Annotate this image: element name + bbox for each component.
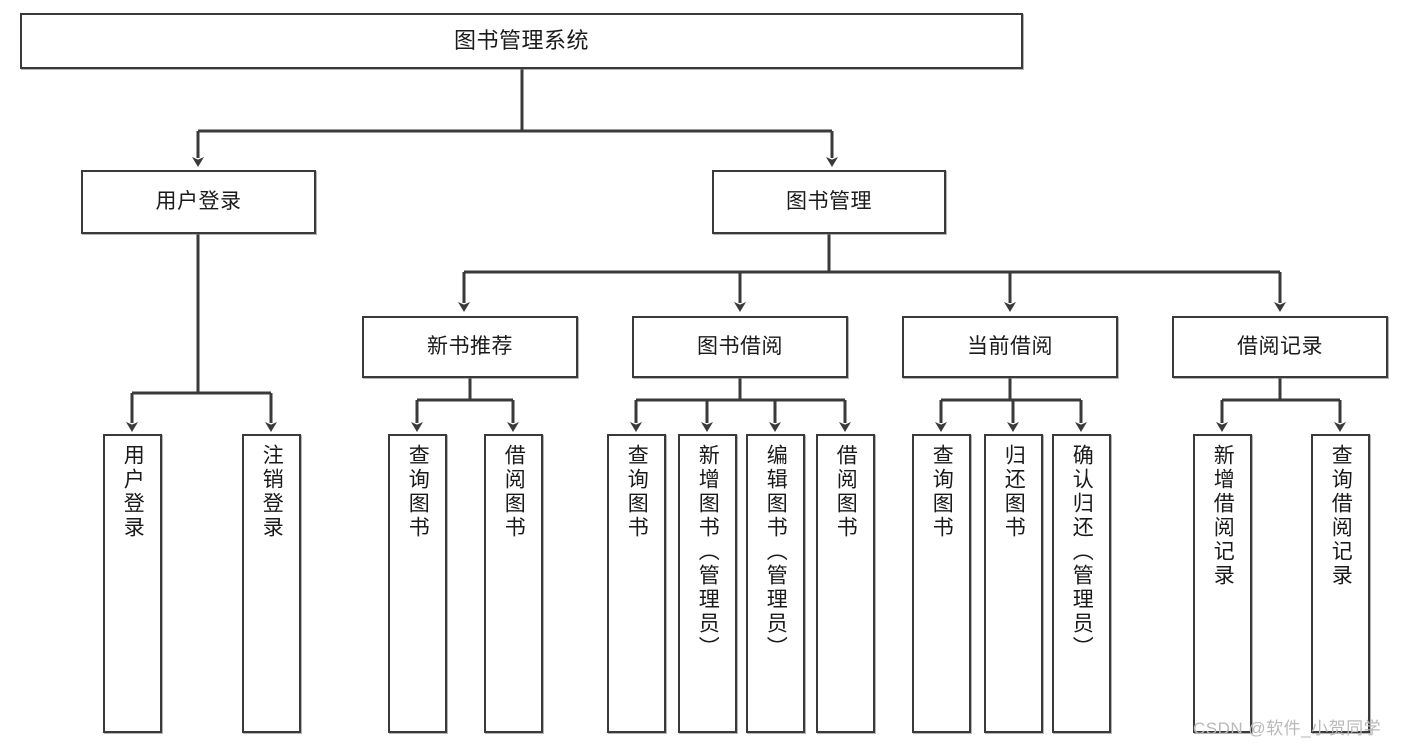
node-current-borrow[interactable]: 当前借阅 [902, 316, 1118, 378]
node-root-book-management-system[interactable]: 图书管理系统 [20, 13, 1023, 69]
node-label: 新增借阅记录 [1211, 444, 1235, 588]
leaf-borrow-record-query-record[interactable]: 查询借阅记录 [1311, 434, 1370, 733]
node-label: 归还图书 [1002, 444, 1026, 540]
node-book-borrow[interactable]: 图书借阅 [632, 316, 848, 378]
node-label: 新增图书（管理员） [696, 444, 720, 660]
leaf-book-borrow-borrow-book[interactable]: 借阅图书 [816, 434, 875, 733]
node-book-management[interactable]: 图书管理 [712, 170, 946, 234]
node-label: 借阅记录 [1237, 335, 1323, 359]
watermark-text: CSDN @软件_小贺同学 [1193, 719, 1382, 738]
leaf-current-borrow-confirm-return-admin[interactable]: 确认归还（管理员） [1052, 434, 1111, 733]
node-label: 编辑图书（管理员） [764, 444, 788, 660]
node-new-book-recommend[interactable]: 新书推荐 [362, 316, 578, 378]
node-label: 借阅图书 [834, 444, 858, 540]
node-label: 图书管理 [786, 190, 872, 214]
leaf-new-book-borrow-book[interactable]: 借阅图书 [484, 434, 543, 733]
leaf-current-borrow-query-book[interactable]: 查询图书 [912, 434, 971, 733]
leaf-borrow-record-add-record[interactable]: 新增借阅记录 [1193, 434, 1252, 733]
node-label: 注销登录 [260, 444, 284, 540]
leaf-user-login-login[interactable]: 用户登录 [103, 434, 162, 733]
node-user-login[interactable]: 用户登录 [81, 170, 316, 234]
leaf-current-borrow-return-book[interactable]: 归还图书 [984, 434, 1043, 733]
node-label: 查询图书 [930, 444, 954, 540]
leaf-book-borrow-query-book[interactable]: 查询图书 [607, 434, 666, 733]
node-borrow-record[interactable]: 借阅记录 [1172, 316, 1388, 378]
node-label: 图书借阅 [697, 335, 783, 359]
node-label: 用户登录 [155, 190, 242, 214]
node-label: 图书管理系统 [453, 27, 589, 53]
node-label: 当前借阅 [967, 335, 1053, 359]
leaf-user-login-logout[interactable]: 注销登录 [242, 434, 301, 733]
leaf-book-borrow-edit-book-admin[interactable]: 编辑图书（管理员） [746, 434, 805, 733]
node-label: 用户登录 [121, 444, 145, 540]
node-label: 新书推荐 [427, 335, 513, 359]
node-label: 确认归还（管理员） [1070, 444, 1094, 660]
leaf-book-borrow-add-book-admin[interactable]: 新增图书（管理员） [678, 434, 737, 733]
node-label: 借阅图书 [502, 444, 526, 540]
leaf-new-book-query-book[interactable]: 查询图书 [388, 434, 447, 733]
node-label: 查询图书 [625, 444, 649, 540]
node-label: 查询借阅记录 [1329, 444, 1353, 588]
node-label: 查询图书 [406, 444, 430, 540]
